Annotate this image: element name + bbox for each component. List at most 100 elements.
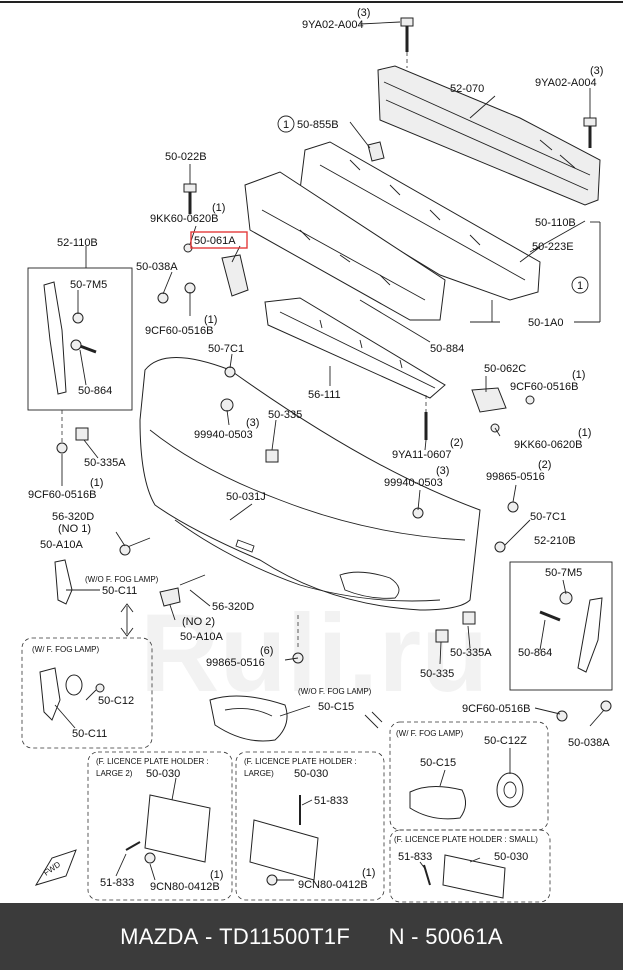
label-50-110b: 50-110B xyxy=(535,217,576,229)
label-50-7c1-right: 50-7C1 xyxy=(530,511,566,523)
label-qty: (1) xyxy=(578,427,591,439)
brand-name: MAZDA xyxy=(120,923,199,949)
label-51-833-b: 51-833 xyxy=(314,795,348,807)
label-50-335a-left: 50-335A xyxy=(84,457,126,469)
label-50-7m5-right: 50-7M5 xyxy=(545,567,582,579)
label-lp2-a: (F. LICENCE PLATE HOLDER : xyxy=(244,757,357,766)
label-50-335a-right: 50-335A xyxy=(450,647,492,659)
label-52-210b: 52-210B xyxy=(534,535,576,547)
label-9ya02-top: 9YA02-A004 xyxy=(302,19,364,31)
label-lp1-a: (F. LICENCE PLATE HOLDER : xyxy=(96,757,209,766)
label-50-1a0: 50-1A0 xyxy=(528,317,563,329)
label-9cn80-a: 9CN80-0412B xyxy=(150,881,220,893)
label-50-c11: 50-C11 xyxy=(102,585,137,597)
highlight-box xyxy=(190,231,248,249)
label-qty: (1) xyxy=(212,202,225,214)
label-50-864-left: 50-864 xyxy=(78,385,112,397)
label-qty: (2) xyxy=(538,459,551,471)
label-56-320d-top: 56-320D xyxy=(52,511,94,523)
label-50-335-top: 50-335 xyxy=(268,409,302,421)
label-50-038a: 50-038A xyxy=(136,261,178,273)
label-circle-1: 1 xyxy=(577,280,583,292)
label-52-070: 52-070 xyxy=(450,83,484,95)
label-qty: (1) xyxy=(204,314,217,326)
label-qty: (1) xyxy=(210,869,223,881)
part-number-banner: MAZDA - TD11500T1F N - 50061A xyxy=(0,903,623,970)
label-50-a10a-bottom: 50-A10A xyxy=(180,631,223,643)
bracket-50-061a xyxy=(221,254,249,297)
label-50-038a-right: 50-038A xyxy=(568,737,610,749)
label-56-111: 56-111 xyxy=(308,389,341,401)
label-99865-top: 99865-0516 xyxy=(486,471,545,483)
reference-number: N - 50061A xyxy=(388,923,503,949)
label-50-c11-box: 50-C11 xyxy=(72,728,107,740)
label-99940-left: 99940-0503 xyxy=(194,429,253,441)
label-no1: (NO 1) xyxy=(58,523,91,535)
label-50-c15-box: 50-C15 xyxy=(420,757,456,769)
label-50-061a: 50-061A xyxy=(194,235,236,247)
bumper-reinforcement-52-070 xyxy=(377,65,601,206)
label-50-884: 50-884 xyxy=(430,343,464,355)
bolt-9ya02-top xyxy=(400,17,414,68)
separator: - xyxy=(198,923,220,949)
label-wofog-1: (W/O F. FOG LAMP) xyxy=(85,575,159,584)
label-99940-right: 99940-0503 xyxy=(384,477,443,489)
label-9cf60-bottom: 9CF60-0516B xyxy=(28,489,97,501)
label-9cf60-left: 9CF60-0516B xyxy=(145,325,214,337)
under-shield-56-111 xyxy=(264,297,446,399)
label-wfog-2: (W/ F. FOG LAMP) xyxy=(396,729,463,738)
label-circle-1: 1 xyxy=(283,119,289,131)
label-9cf60-right-bottom: 9CF60-0516B xyxy=(462,703,531,715)
label-50-223e: 50-223E xyxy=(532,241,574,253)
label-50-030-a: 50-030 xyxy=(146,768,180,780)
energy-absorber-50-1a0 xyxy=(244,141,541,321)
label-wofog-2: (W/O F. FOG LAMP) xyxy=(298,687,372,696)
label-51-833-c: 51-833 xyxy=(398,851,432,863)
label-9ya02-right: 9YA02-A004 xyxy=(535,77,597,89)
label-9kk60-left: 9KK60-0620B xyxy=(150,213,219,225)
label-lp3: (F. LICENCE PLATE HOLDER : SMALL) xyxy=(394,835,538,844)
label-50-031j: 50-031J xyxy=(226,491,266,503)
label-9kk60-right: 9KK60-0620B xyxy=(514,439,583,451)
label-50-7c1-left: 50-7C1 xyxy=(208,343,244,355)
label-qty: (3) xyxy=(246,417,259,429)
label-9cf60-right: 9CF60-0516B xyxy=(510,381,579,393)
label-wfog-1: (W/ F. FOG LAMP) xyxy=(32,645,99,654)
label-qty: (1) xyxy=(572,369,585,381)
label-no2: (NO 2) xyxy=(182,616,215,628)
label-99865-bottom: 99865-0516 xyxy=(206,657,265,669)
label-50-a10a-top: 50-A10A xyxy=(40,539,83,551)
label-qty: (3) xyxy=(590,65,603,77)
label-50-030-b: 50-030 xyxy=(294,768,328,780)
label-50-7m5-left: 50-7M5 xyxy=(70,279,107,291)
bolt-9ya02-right xyxy=(583,117,597,148)
label-50-022b: 50-022B xyxy=(165,151,207,163)
label-50-030-c: 50-030 xyxy=(494,851,528,863)
label-qty: (6) xyxy=(260,645,273,657)
label-56-320d-bottom: 56-320D xyxy=(212,601,254,613)
label-qty: (1) xyxy=(362,867,375,879)
label-50-c12: 50-C12 xyxy=(98,695,134,707)
bumper-cover-50-031j xyxy=(139,357,481,611)
gap xyxy=(350,924,388,950)
bolt-50-022b xyxy=(183,183,197,214)
label-51-833-a: 51-833 xyxy=(100,877,134,889)
label-9ya11: 9YA11-0607 xyxy=(392,449,452,461)
label-50-335-bottom: 50-335 xyxy=(420,668,454,680)
label-50-c12z: 50-C12Z xyxy=(484,735,527,747)
label-qty: (1) xyxy=(90,477,103,489)
clip-50-855b xyxy=(367,141,385,162)
label-50-855b: 50-855B xyxy=(297,119,339,131)
label-qty: (2) xyxy=(450,437,463,449)
label-qty: (3) xyxy=(436,465,449,477)
label-qty: (3) xyxy=(357,7,370,19)
label-lp1-b: LARGE 2) xyxy=(96,769,133,778)
label-9cn80-b: 9CN80-0412B xyxy=(298,879,368,891)
diagram-svg: (3) 9YA02-A004 (3) 9YA02-A004 52-070 1 5… xyxy=(0,1,623,903)
label-lp2-b: LARGE) xyxy=(244,769,274,778)
label-50-062c: 50-062C xyxy=(484,363,526,375)
label-50-c15: 50-C15 xyxy=(318,701,354,713)
watermark: Ruli.ru xyxy=(140,592,489,715)
label-52-110b: 52-110B xyxy=(57,237,98,249)
